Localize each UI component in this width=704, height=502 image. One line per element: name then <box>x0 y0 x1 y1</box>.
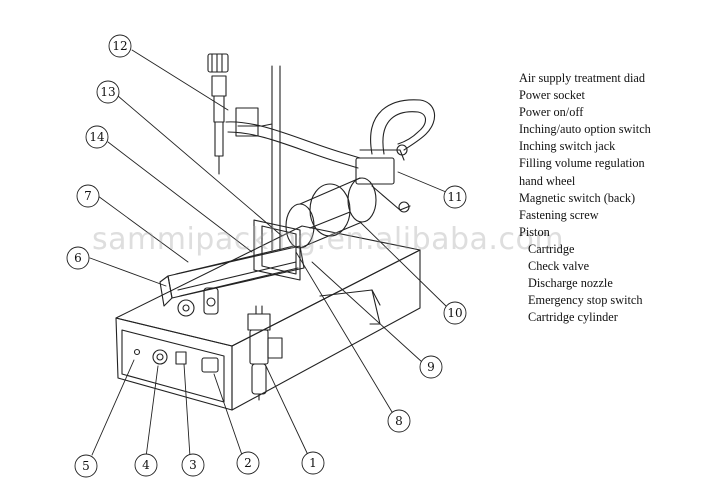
callout-4-label: 4 <box>142 458 150 472</box>
callout-8-label: 8 <box>395 414 403 428</box>
legend-item: hand wheel <box>519 173 576 188</box>
legend-item: Air supply treatment diad <box>519 71 646 85</box>
callout-1 <box>301 451 325 475</box>
callout-3 <box>181 453 205 477</box>
leader-lines <box>89 49 447 458</box>
callout-9 <box>419 355 443 379</box>
callout-5 <box>74 454 98 478</box>
callout-11 <box>443 185 467 209</box>
cartridge-cylinder <box>285 144 411 249</box>
parts-legend: Air supply treatment diad Power socket P… <box>519 70 699 326</box>
callout-7 <box>76 184 100 208</box>
legend-item: Cartridge <box>528 241 575 256</box>
legend-item: Power socket <box>519 88 585 103</box>
legend-item: Inching/auto option switch <box>519 122 651 137</box>
callout-10 <box>443 301 467 325</box>
legend-item: Filling volume regulation <box>519 156 645 171</box>
callout-9-label: 9 <box>427 360 435 374</box>
callout-12-label: 12 <box>112 39 127 53</box>
callout-13-label: 13 <box>100 85 115 99</box>
callout-6-label: 6 <box>74 251 82 265</box>
watermark: sammipacking.en.alibaba.com <box>92 222 565 257</box>
callout-6 <box>66 246 90 270</box>
legend-item: Emergency stop switch <box>528 293 643 308</box>
callout-2 <box>236 451 260 475</box>
nozzle-assembly <box>207 53 259 175</box>
callout-numbers: 1 2 3 4 5 6 7 8 9 10 11 12 13 14 <box>74 39 462 473</box>
legend-item: Fastening screw <box>519 207 599 222</box>
power-socket <box>201 357 219 373</box>
legend-item: Inching switch jack <box>519 139 616 154</box>
legend-item: Power on/off <box>519 105 584 120</box>
legend-item: Cartridge cylinder <box>528 310 618 325</box>
callout-2-label: 2 <box>244 456 252 470</box>
callout-8 <box>387 409 411 433</box>
callout-7-label: 7 <box>84 189 92 203</box>
callout-1-label: 1 <box>309 456 317 470</box>
inching-selector <box>152 349 168 365</box>
callout-13 <box>96 80 120 104</box>
legend-item: Piston <box>519 224 550 239</box>
legend-item: Discharge nozzle <box>528 276 613 291</box>
callout-4 <box>134 453 158 477</box>
callout-11-label: 11 <box>447 190 462 204</box>
callout-14-label: 14 <box>89 130 105 144</box>
legend-item: Magnetic switch (back) <box>519 190 636 205</box>
callout-5-label: 5 <box>82 459 90 473</box>
callout-circles <box>66 34 467 478</box>
callout-10-label: 10 <box>447 306 462 320</box>
power-switch <box>175 351 187 365</box>
callout-3-label: 3 <box>189 458 197 472</box>
callout-14 <box>85 125 109 149</box>
piston-assembly <box>159 219 305 317</box>
emergency-switch <box>133 348 141 356</box>
air-treatment-unit <box>247 305 283 401</box>
legend-item: Check valve <box>528 259 590 274</box>
callout-12 <box>108 34 132 58</box>
feed-pipe <box>225 65 436 251</box>
